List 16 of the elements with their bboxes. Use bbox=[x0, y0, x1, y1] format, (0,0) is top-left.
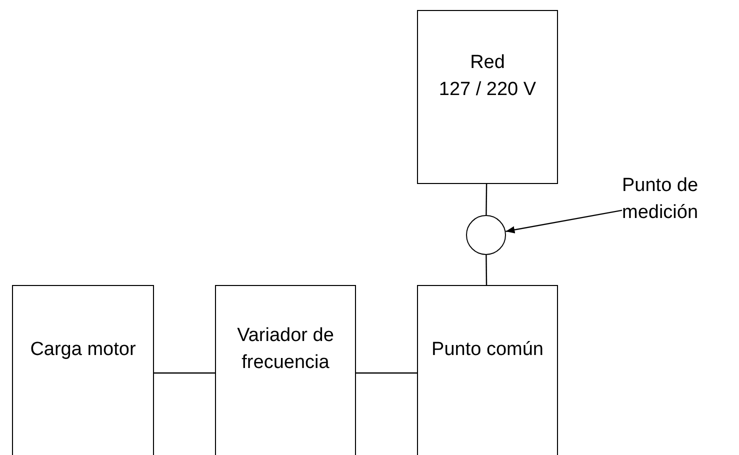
source-box bbox=[417, 10, 558, 184]
box-label: 127 / 220 V bbox=[438, 78, 536, 102]
measurement-point-circle bbox=[466, 215, 506, 255]
drive-box bbox=[215, 285, 356, 455]
callout-text: Punto de medición bbox=[622, 174, 700, 225]
box-label: Carga motor bbox=[30, 338, 136, 362]
leader-arrow bbox=[506, 210, 622, 234]
connector-line bbox=[356, 372, 417, 374]
connector-line bbox=[486, 255, 488, 285]
connector-line bbox=[154, 372, 215, 374]
box-label: Red bbox=[470, 51, 505, 76]
box-label: Variador de frecuencia bbox=[236, 324, 335, 375]
junction-box bbox=[417, 285, 558, 455]
connector-line bbox=[486, 184, 488, 215]
load-box bbox=[12, 285, 154, 455]
box-label: Punto común bbox=[432, 338, 544, 362]
